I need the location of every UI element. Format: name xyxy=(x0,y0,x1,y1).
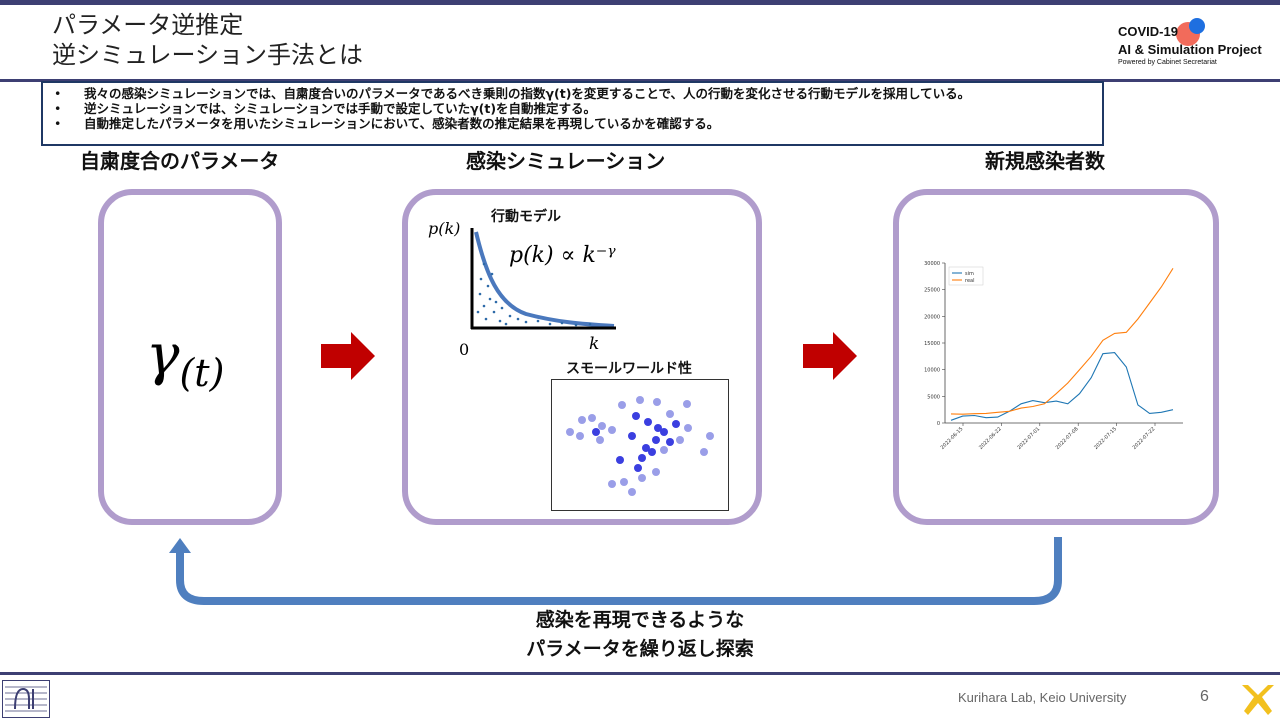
footer-affiliation: Kurihara Lab, Keio University xyxy=(958,690,1127,705)
new-cases-panel xyxy=(893,189,1219,525)
chart-y-tick-label: 25000 xyxy=(924,288,940,294)
slide-title: パラメータ逆推定 逆シミュレーション手法とは xyxy=(52,10,363,70)
chart-x-tick-label: 2022-06-22 xyxy=(978,426,1003,451)
chart-x-tick-label: 2022-06-15 xyxy=(940,426,965,451)
chart-series-line-sim xyxy=(950,352,1174,421)
logo-subtitle: Powered by Cabinet Secretariat xyxy=(1118,59,1217,66)
new-cases-chart: 0 5000 10000 15000 20000 25000 30000 2022-06-15… xyxy=(915,255,1195,470)
zero-label: 0 xyxy=(459,340,470,359)
network-graph xyxy=(551,379,729,511)
chart-y-tick-label: 0 xyxy=(937,421,940,427)
power-law-plot xyxy=(466,224,618,334)
gamma-symbol: γ(t) xyxy=(146,323,224,395)
logo-line-2: AI & Simulation Project xyxy=(1118,42,1262,57)
p-axis-label: p(k) xyxy=(428,219,461,238)
chart-legend-label: sim xyxy=(965,271,974,277)
feedback-loop-arrow-icon xyxy=(168,535,1073,610)
chart-y-tick-label: 10000 xyxy=(924,368,940,374)
summary-bullet-3: 自動推定したパラメータを用いたシミュレーションにおいて、感染者数の推定結果を再現… xyxy=(43,116,1102,131)
chart-x-tick-label: 2022-07-01 xyxy=(1016,426,1041,451)
chart-y-tick-label: 15000 xyxy=(924,341,940,347)
loop-text-line-2: パラメータを繰り返し探索 xyxy=(526,638,754,660)
chart-y-tick-label: 20000 xyxy=(924,314,940,320)
summary-bullet-1: 我々の感染シミュレーションでは、自粛度合いのパラメータであるべき乗則の指数γ(t… xyxy=(43,86,1102,101)
title-line-2: 逆シミュレーション手法とは xyxy=(52,41,364,69)
behavior-model-title: 行動モデル xyxy=(491,209,561,225)
heading-new-cases: 新規感染者数 xyxy=(985,149,1105,173)
chart-y-tick-label: 30000 xyxy=(924,261,940,267)
loop-description: 感染を再現できるような パラメータを繰り返し探索 xyxy=(440,606,840,664)
chart-x-tick-label: 2022-07-08 xyxy=(1055,426,1080,451)
chart-x-tick-label: 2022-07-22 xyxy=(1132,426,1157,451)
page-number: 6 xyxy=(1200,688,1209,705)
right-arrow-icon xyxy=(321,332,375,380)
heading-simulation: 感染シミュレーション xyxy=(466,149,666,173)
chart-y-tick-label: 5000 xyxy=(927,394,940,400)
parameter-panel xyxy=(98,189,282,525)
footer-divider xyxy=(0,672,1280,675)
k-axis-label: k xyxy=(589,334,600,354)
chart-legend-label: real xyxy=(965,278,974,284)
heading-parameter: 自粛度合のパラメータ xyxy=(80,149,280,173)
project-logo-text: COVID-19 AI & Simulation Project xyxy=(1118,24,1262,58)
summary-bullet-2: 逆シミュレーションでは、シミュレーションでは手動で設定していたγ(t)を自動推定… xyxy=(43,101,1102,116)
title-line-1: パラメータ逆推定 xyxy=(52,11,244,39)
right-arrow-icon xyxy=(803,332,857,380)
cases-chart-svg: 0 5000 10000 15000 20000 25000 30000 2022-06-15… xyxy=(924,261,1183,451)
title-divider xyxy=(0,79,1280,82)
top-accent-bar xyxy=(0,0,1280,5)
logo-line-1: COVID-19 xyxy=(1118,24,1178,39)
gamma-subscript: (t) xyxy=(179,351,225,395)
university-pen-logo-icon xyxy=(1240,683,1276,717)
chart-x-tick-label: 2022-07-15 xyxy=(1093,426,1118,451)
chart-series-line-real xyxy=(950,268,1174,415)
lab-logo-icon xyxy=(2,680,50,718)
loop-text-line-1: 感染を再現できるような xyxy=(535,609,745,631)
project-logo-icon xyxy=(1172,18,1212,48)
gamma-letter: γ xyxy=(146,323,180,388)
power-law-formula: p(k) ∝ k⁻ᵞ xyxy=(509,243,616,268)
small-world-title: スモールワールド性 xyxy=(566,361,692,377)
summary-box: 我々の感染シミュレーションでは、自粛度合いのパラメータであるべき乗則の指数γ(t… xyxy=(41,81,1104,146)
